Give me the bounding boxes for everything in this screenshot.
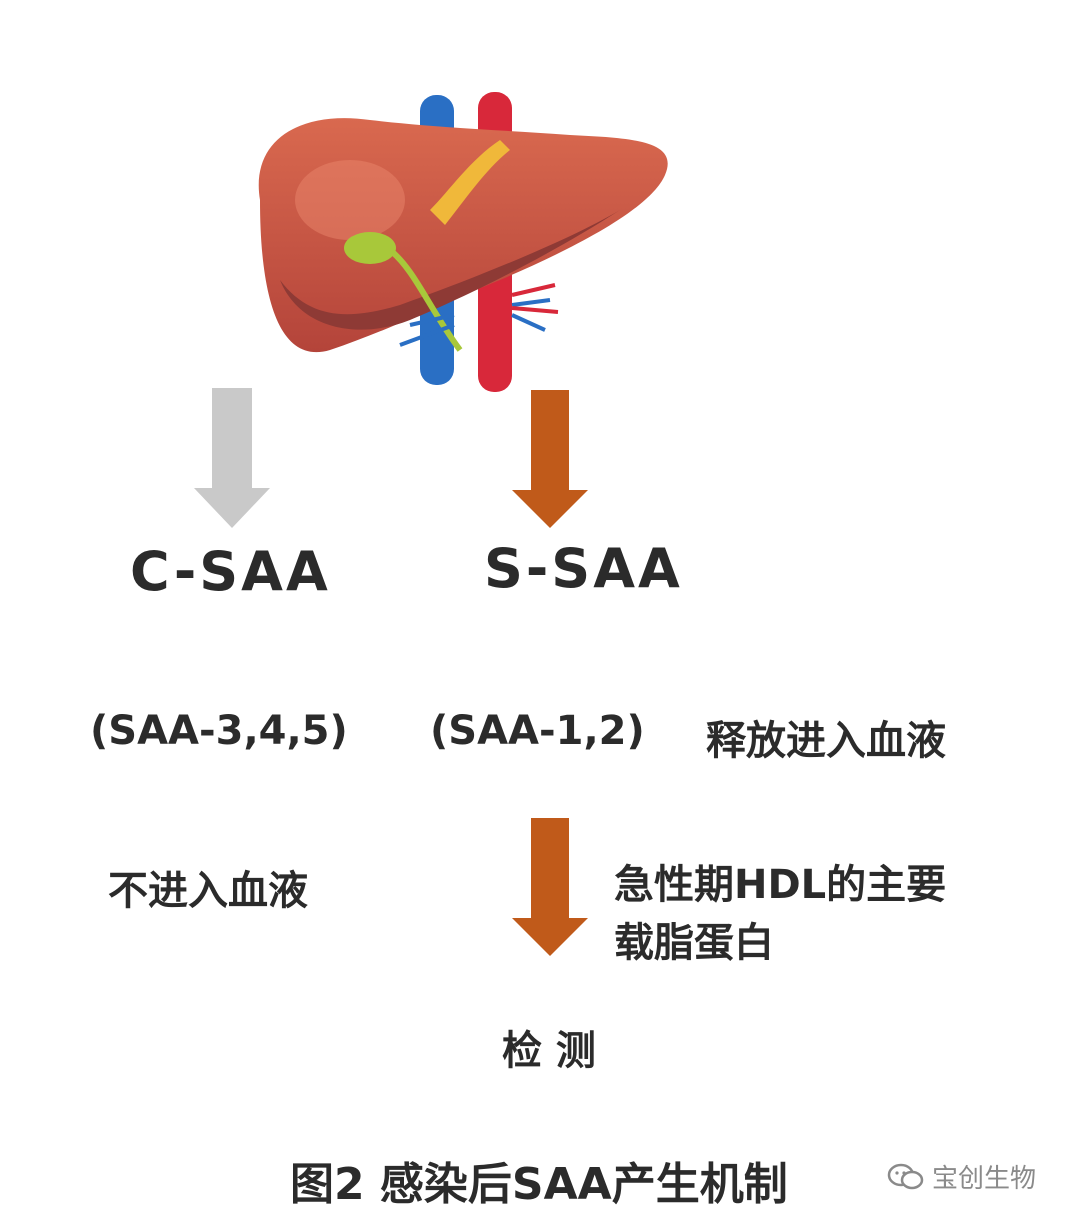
wechat-icon <box>887 1163 924 1189</box>
liver-illustration <box>258 92 668 392</box>
ssaa-role-line1: 急性期HDL的主要 <box>614 862 947 908</box>
ssaa-release-text: 释放进入血液 <box>706 718 946 764</box>
figure-caption: 图2 感染后SAA产生机制 <box>290 1159 788 1210</box>
csaa-no-blood-text: 不进入血液 <box>108 868 308 914</box>
csaa-subtypes: (SAA-3,4,5) <box>90 708 348 754</box>
orange-down-arrow-icon <box>512 390 588 528</box>
gallbladder-icon <box>344 232 396 264</box>
csaa-label: C-SAA <box>130 540 331 603</box>
ssaa-role-line2: 载脂蛋白 <box>614 920 774 966</box>
ssaa-label: S-SAA <box>484 537 683 600</box>
ssaa-subtypes: (SAA-1,2) <box>430 708 645 754</box>
gray-down-arrow-icon <box>194 388 270 528</box>
watermark: 宝创生物 <box>886 1158 1036 1195</box>
watermark-text: 宝创生物 <box>932 1164 1037 1194</box>
orange-down-arrow-icon-2 <box>512 818 588 956</box>
detection-text: 检 测 <box>502 1028 596 1074</box>
